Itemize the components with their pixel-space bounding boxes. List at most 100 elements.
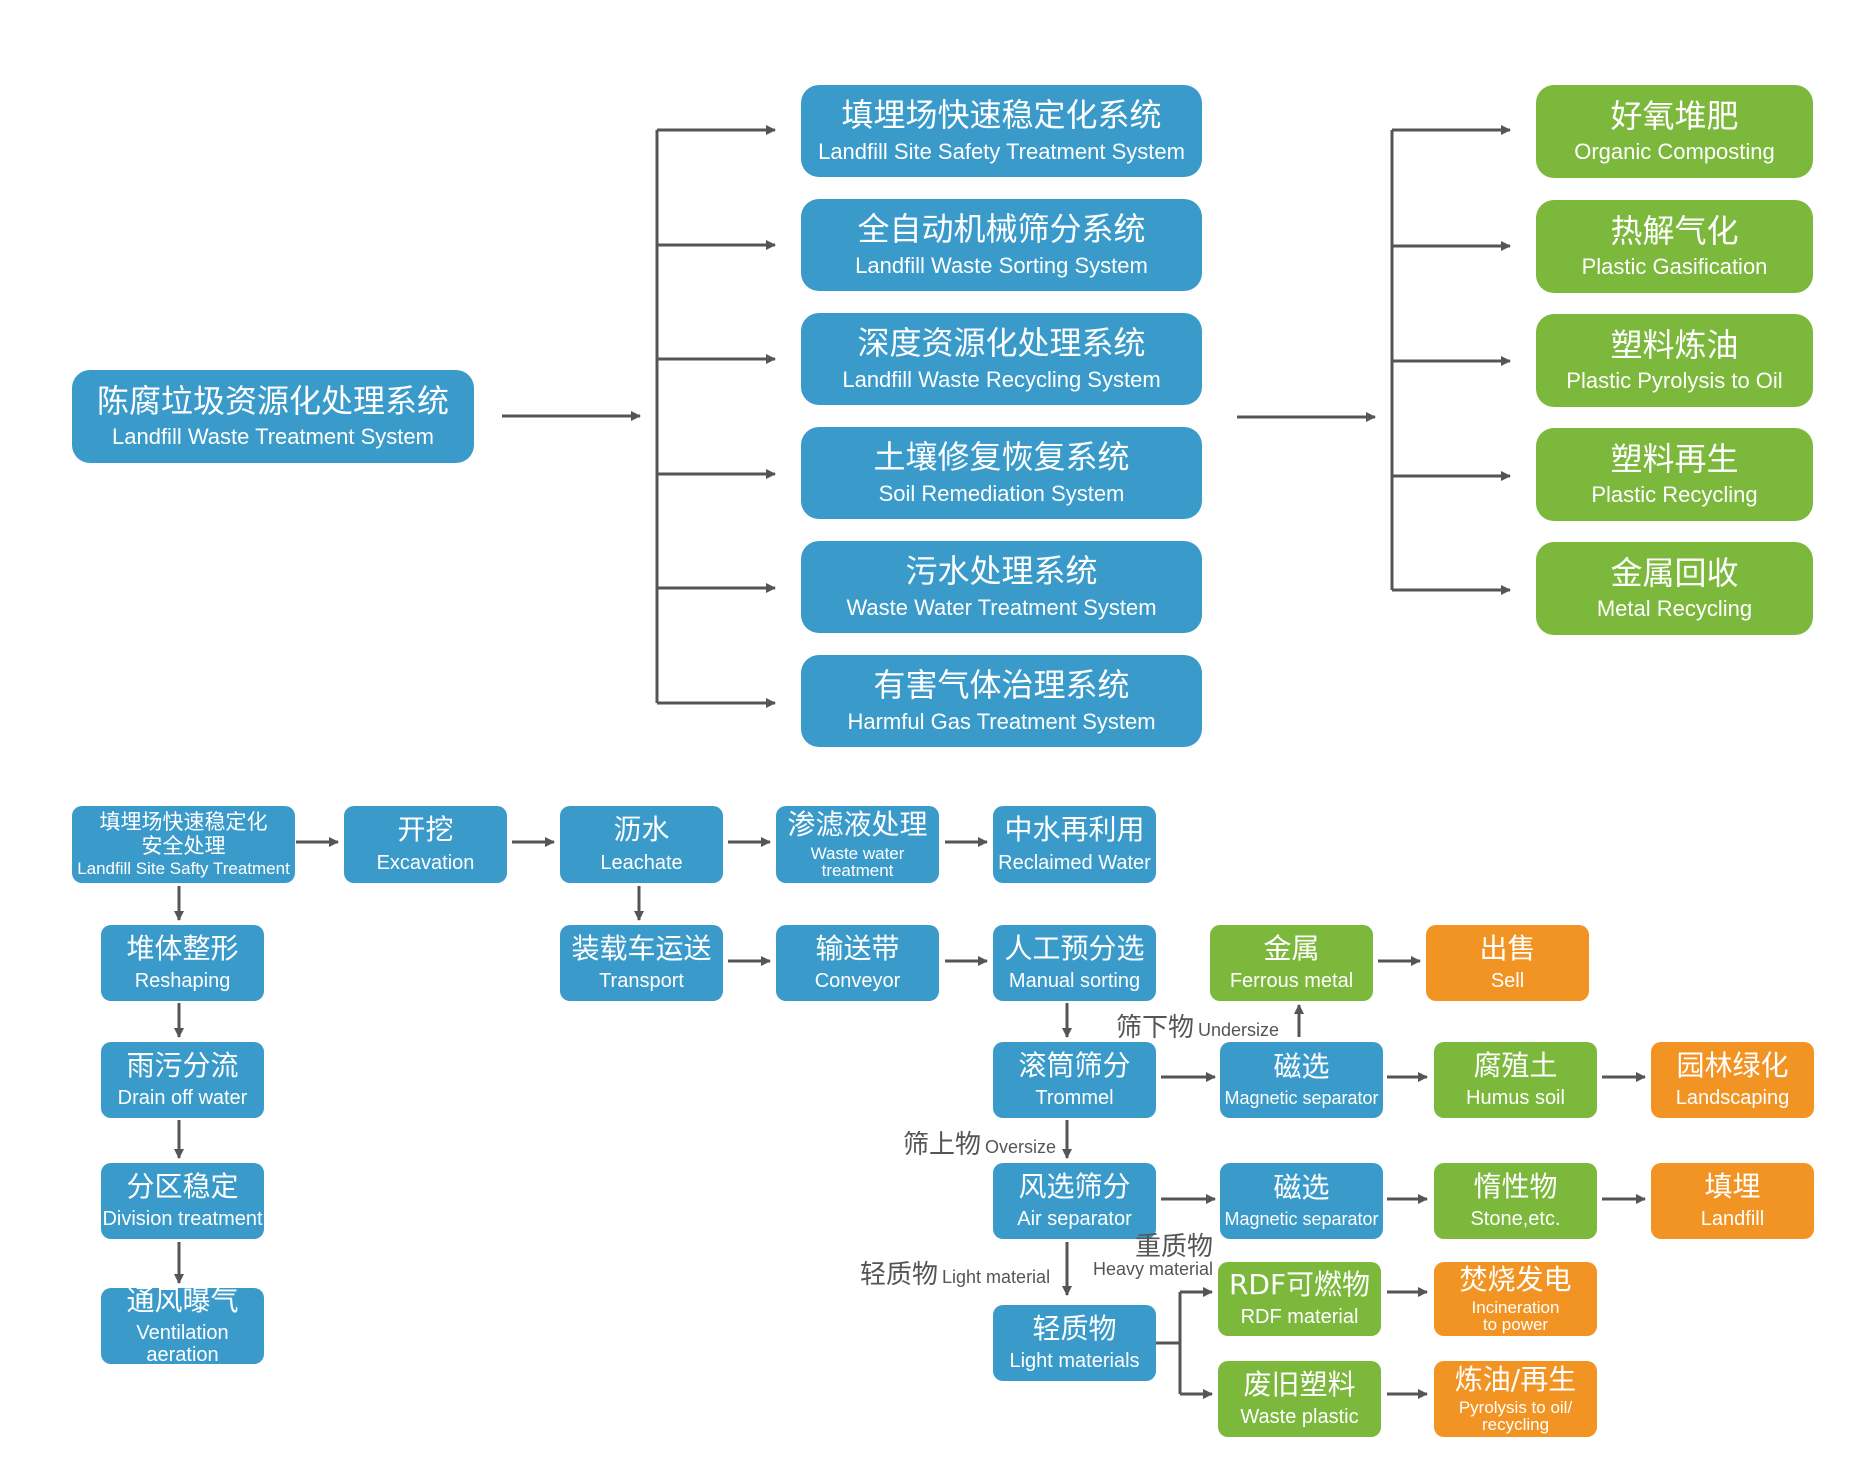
landfill-cn: 填埋 — [1704, 1169, 1761, 1203]
transport-box: 装载车运送 Transport — [560, 925, 723, 1001]
system-box-1: 填埋场快速稳定化系统 Landfill Site Safety Treatmen… — [801, 85, 1202, 177]
output-cn: 金属回收 — [1610, 553, 1739, 592]
humus-soil-cn: 腐殖土 — [1473, 1048, 1558, 1082]
drain-en: Drain off water — [117, 1087, 248, 1110]
trommel-cn: 滚筒筛分 — [1018, 1048, 1131, 1082]
leachate-cn: 沥水 — [613, 813, 670, 847]
reshaping-en: Reshaping — [134, 970, 231, 993]
magnetic-separator-1-box: 磁选 Magnetic separator — [1220, 1042, 1383, 1118]
waste-plastic-cn: 废旧塑料 — [1243, 1367, 1356, 1401]
landscaping-en: Landscaping — [1675, 1087, 1790, 1110]
undersize-label-en: Undersize — [1198, 1020, 1280, 1040]
output-box-5: 金属回收 Metal Recycling — [1536, 542, 1813, 635]
landfill-box: 填埋 Landfill — [1651, 1163, 1814, 1239]
rdf-box: RDF可燃物 RDF material — [1218, 1262, 1381, 1336]
root-system-cn: 陈腐垃圾资源化处理系统 — [96, 381, 449, 420]
reclaimed-water-box: 中水再利用 Reclaimed Water — [993, 806, 1156, 883]
leachate-treatment-box: 渗滤液处理 Waste water treatment — [776, 806, 939, 883]
root-system-box: 陈腐垃圾资源化处理系统 Landfill Waste Treatment Sys… — [72, 370, 474, 463]
transport-cn: 装载车运送 — [571, 931, 712, 965]
landscaping-cn: 园林绿化 — [1676, 1048, 1789, 1082]
undersize-label-cn: 筛下物 — [1116, 1013, 1195, 1043]
light-materials-cn: 轻质物 — [1032, 1311, 1117, 1345]
waste-plastic-box: 废旧塑料 Waste plastic — [1218, 1361, 1381, 1437]
leachate-en: Leachate — [600, 851, 683, 874]
sell-cn: 出售 — [1479, 931, 1536, 965]
ventilation-en: Ventilation aeration — [136, 1322, 229, 1367]
system-cn: 污水处理系统 — [905, 552, 1098, 591]
pyrolysis-en2: recycling — [1481, 1415, 1550, 1435]
heavy-material-label-en: Heavy material — [1093, 1259, 1214, 1279]
landfill-en: Landfill — [1700, 1208, 1765, 1231]
system-cn: 深度资源化处理系统 — [857, 324, 1146, 363]
humus-soil-en: Humus soil — [1466, 1087, 1565, 1110]
reclaimed-water-en: Reclaimed Water — [998, 851, 1151, 874]
light-material-label-en: Light material — [942, 1267, 1051, 1287]
waste-plastic-en: Waste plastic — [1240, 1406, 1359, 1429]
inert-cn: 惰性物 — [1473, 1169, 1558, 1203]
system-box-4: 土壤修复恢复系统 Soil Remediation System — [801, 427, 1202, 519]
ventilation-box: 通风曝气 Ventilation aeration — [101, 1283, 264, 1367]
air-separator-box: 风选筛分 Air separator — [993, 1163, 1156, 1239]
division-cn: 分区稳定 — [126, 1169, 239, 1203]
site-safety-en: Landfill Site Safty Treatment — [77, 859, 290, 879]
oversize-label-cn: 筛上物 — [903, 1130, 982, 1160]
output-box-4: 塑料再生 Plastic Recycling — [1536, 428, 1813, 521]
output-cn: 热解气化 — [1610, 211, 1739, 250]
rdf-cn: RDF可燃物 — [1228, 1267, 1371, 1301]
incineration-box: 焚烧发电 Incineration to power — [1434, 1262, 1597, 1336]
system-en: Landfill Waste Recycling System — [842, 366, 1161, 392]
heavy-material-label-cn: 重质物 — [1135, 1232, 1214, 1262]
magnetic-separator-2-box: 磁选 Magnetic separator — [1220, 1163, 1383, 1239]
pyrolysis-en1: Pyrolysis to oil/ — [1458, 1398, 1573, 1418]
leachate-treatment-en2: treatment — [821, 860, 894, 880]
division-en: Division treatment — [102, 1208, 263, 1231]
leachate-treatment-en1: Waste water — [810, 843, 905, 863]
inert-box: 惰性物 Stone,etc. — [1434, 1163, 1597, 1239]
system-box-3: 深度资源化处理系统 Landfill Waste Recycling Syste… — [801, 313, 1202, 405]
magnetic-separator-1-cn: 磁选 — [1273, 1049, 1330, 1083]
drain-box: 雨污分流 Drain off water — [101, 1042, 264, 1118]
inert-en: Stone,etc. — [1470, 1208, 1561, 1231]
system-cn: 有害气体治理系统 — [873, 666, 1130, 705]
system-en: Harmful Gas Treatment System — [847, 708, 1156, 734]
sell-en: Sell — [1490, 970, 1525, 993]
division-box: 分区稳定 Division treatment — [101, 1163, 264, 1239]
output-en: Organic Composting — [1574, 139, 1775, 164]
output-en: Plastic Recycling — [1591, 482, 1758, 507]
drain-cn: 雨污分流 — [126, 1048, 239, 1082]
output-cn: 塑料再生 — [1610, 439, 1739, 478]
magnetic-separator-2-cn: 磁选 — [1273, 1170, 1330, 1204]
excavation-cn: 开挖 — [397, 813, 454, 847]
light-material-label-cn: 轻质物 — [860, 1260, 939, 1290]
pyrolysis-cn: 炼油/再生 — [1454, 1362, 1577, 1396]
air-separator-cn: 风选筛分 — [1018, 1169, 1131, 1203]
air-separator-en: Air separator — [1017, 1208, 1132, 1231]
incineration-cn: 焚烧发电 — [1459, 1262, 1572, 1296]
output-en: Metal Recycling — [1596, 596, 1753, 621]
landscaping-box: 园林绿化 Landscaping — [1651, 1042, 1814, 1118]
output-box-1: 好氧堆肥 Organic Composting — [1536, 85, 1813, 178]
system-en: Landfill Waste Sorting System — [855, 252, 1148, 278]
site-safety-box: 填埋场快速稳定化 安全处理 Landfill Site Safty Treatm… — [72, 806, 295, 883]
system-box-6: 有害气体治理系统 Harmful Gas Treatment System — [801, 655, 1202, 747]
output-en: Plastic Pyrolysis to Oil — [1566, 368, 1783, 393]
sell-box: 出售 Sell — [1426, 925, 1589, 1001]
reshaping-box: 堆体整形 Reshaping — [101, 925, 264, 1001]
site-safety-cn2: 安全处理 — [141, 834, 226, 859]
system-cn: 填埋场快速稳定化系统 — [841, 96, 1162, 135]
oversize-label-en: Oversize — [985, 1137, 1057, 1157]
system-en: Soil Remediation System — [878, 480, 1125, 506]
leachate-box: 沥水 Leachate — [560, 806, 723, 883]
trommel-en: Trommel — [1035, 1087, 1114, 1110]
light-materials-en: Light materials — [1009, 1350, 1140, 1373]
transport-en: Transport — [599, 970, 684, 993]
excavation-en: Excavation — [376, 851, 475, 874]
light-materials-box: 轻质物 Light materials — [993, 1305, 1156, 1381]
ventilation-cn: 通风曝气 — [126, 1283, 239, 1317]
output-cn: 塑料炼油 — [1610, 325, 1739, 364]
excavation-box: 开挖 Excavation — [344, 806, 507, 883]
leachate-treatment-cn: 渗滤液处理 — [787, 808, 928, 842]
